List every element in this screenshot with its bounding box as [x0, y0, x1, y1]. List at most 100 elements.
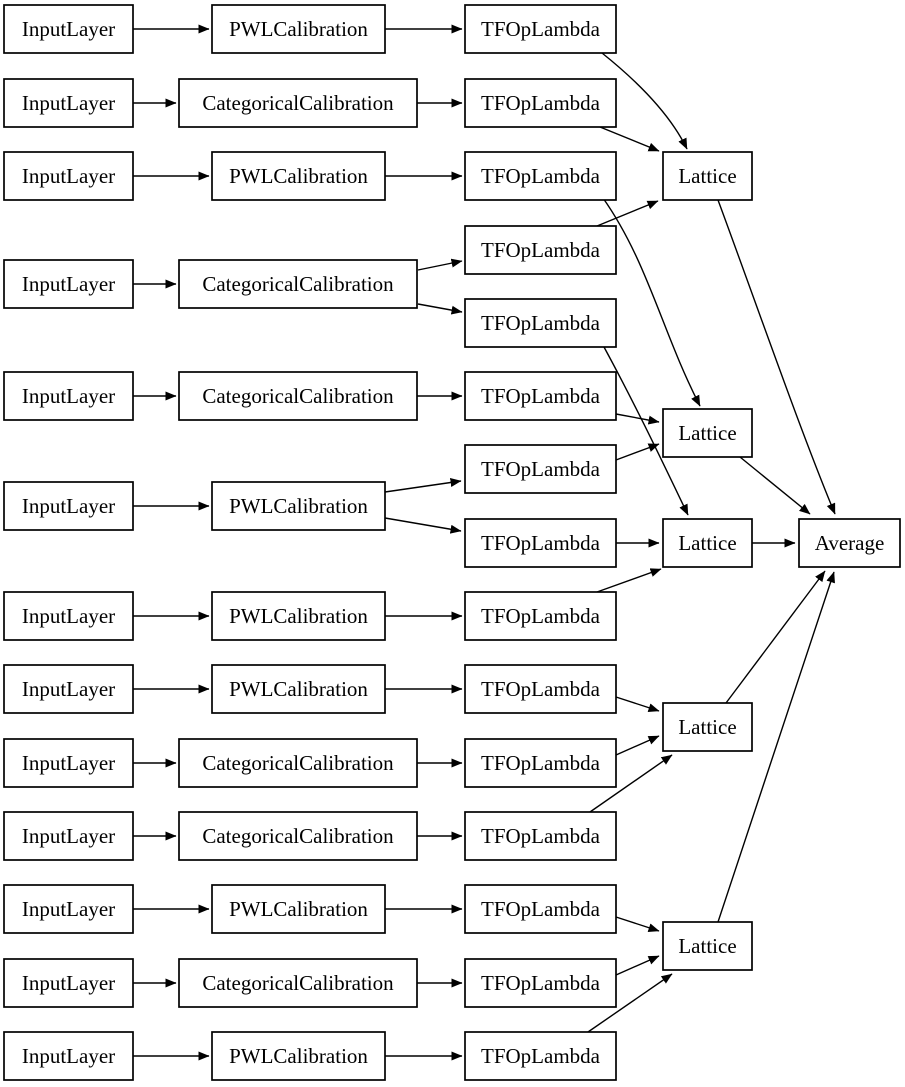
node-t11-label: TFOpLambda	[481, 751, 601, 775]
nodes-layer: InputLayerInputLayerInputLayerInputLayer…	[3, 4, 901, 1081]
node-t5: TFOpLambda	[464, 298, 617, 348]
node-cal11-label: PWLCalibration	[229, 897, 368, 921]
node-in1-label: InputLayer	[22, 17, 115, 41]
node-lat3-box	[662, 518, 753, 568]
node-cal12-label: CategoricalCalibration	[202, 971, 394, 995]
node-t10: TFOpLambda	[464, 664, 617, 714]
node-in2-label: InputLayer	[22, 91, 115, 115]
node-lat1: Lattice	[662, 151, 753, 201]
node-t14-box	[464, 958, 617, 1008]
node-cal2: CategoricalCalibration	[178, 78, 418, 128]
node-cal9: CategoricalCalibration	[178, 738, 418, 788]
node-cal8: PWLCalibration	[211, 664, 386, 714]
node-in8: InputLayer	[3, 664, 134, 714]
node-t6: TFOpLambda	[464, 371, 617, 421]
node-cal5: CategoricalCalibration	[178, 371, 418, 421]
node-cal11: PWLCalibration	[211, 884, 386, 934]
node-cal13-box	[211, 1031, 386, 1081]
node-cal8-box	[211, 664, 386, 714]
node-t7-box	[464, 444, 617, 494]
node-in10: InputLayer	[3, 811, 134, 861]
edge-cal4-to-t5	[417, 303, 463, 315]
node-cal11-box	[211, 884, 386, 934]
node-cal7: PWLCalibration	[211, 591, 386, 641]
node-avg: Average	[798, 518, 901, 568]
node-in7-box	[3, 591, 134, 641]
node-in13-label: InputLayer	[22, 1044, 115, 1068]
node-in11-label: InputLayer	[22, 897, 115, 921]
edges-layer	[133, 24, 836, 1061]
node-cal13: PWLCalibration	[211, 1031, 386, 1081]
node-cal12: CategoricalCalibration	[178, 958, 418, 1008]
node-cal4-box	[178, 259, 418, 309]
node-cal9-label: CategoricalCalibration	[202, 751, 394, 775]
node-in3-box	[3, 151, 134, 201]
node-in8-label: InputLayer	[22, 677, 115, 701]
node-cal10-label: CategoricalCalibration	[202, 824, 394, 848]
node-lat2-label: Lattice	[678, 421, 736, 445]
node-in12-box	[3, 958, 134, 1008]
node-t2-box	[464, 78, 617, 128]
node-lat5-label: Lattice	[678, 934, 736, 958]
node-lat4: Lattice	[662, 702, 753, 752]
edge-t1-to-lat1	[601, 52, 688, 150]
node-cal3-label: PWLCalibration	[229, 164, 368, 188]
node-t3-label: TFOpLambda	[481, 164, 601, 188]
node-in9-label: InputLayer	[22, 751, 115, 775]
edge-lat2-to-avg	[739, 456, 811, 515]
node-cal5-box	[178, 371, 418, 421]
node-t11-box	[464, 738, 617, 788]
node-in11: InputLayer	[3, 884, 134, 934]
node-lat2: Lattice	[662, 408, 753, 458]
node-cal1-box	[211, 4, 386, 54]
edge-t13-to-lat5	[615, 916, 660, 933]
node-in9-box	[3, 738, 134, 788]
edge-lat5-to-avg	[717, 571, 835, 923]
node-cal9-box	[178, 738, 418, 788]
node-t4-label: TFOpLambda	[481, 238, 601, 262]
node-cal6: PWLCalibration	[211, 481, 386, 531]
node-t6-box	[464, 371, 617, 421]
node-t2-label: TFOpLambda	[481, 91, 601, 115]
node-cal3: PWLCalibration	[211, 151, 386, 201]
node-in11-box	[3, 884, 134, 934]
node-in1: InputLayer	[3, 4, 134, 54]
edge-t9-to-lat3	[596, 568, 662, 593]
node-avg-label: Average	[815, 531, 885, 555]
node-t4: TFOpLambda	[464, 225, 617, 275]
edge-t10-to-lat4	[615, 696, 660, 713]
node-in4: InputLayer	[3, 259, 134, 309]
node-in4-label: InputLayer	[22, 272, 115, 296]
node-cal6-box	[211, 481, 386, 531]
node-t14: TFOpLambda	[464, 958, 617, 1008]
node-t9-label: TFOpLambda	[481, 604, 601, 628]
edge-t4-to-lat1	[596, 200, 659, 227]
node-t15-label: TFOpLambda	[481, 1044, 601, 1068]
edge-t5-to-lat3	[603, 346, 689, 516]
edge-t6-to-lat2	[615, 413, 660, 425]
node-in2: InputLayer	[3, 78, 134, 128]
node-avg-box	[798, 518, 901, 568]
node-t1-box	[464, 4, 617, 54]
edge-t15-to-lat5	[587, 973, 673, 1033]
node-t12-label: TFOpLambda	[481, 824, 601, 848]
node-cal2-label: CategoricalCalibration	[202, 91, 394, 115]
edge-t14-to-lat5	[615, 955, 660, 976]
node-in2-box	[3, 78, 134, 128]
node-lat1-label: Lattice	[678, 164, 736, 188]
node-t8-label: TFOpLambda	[481, 531, 601, 555]
node-t6-label: TFOpLambda	[481, 384, 601, 408]
node-t7: TFOpLambda	[464, 444, 617, 494]
edge-cal4-to-t4	[417, 258, 463, 271]
node-in5-box	[3, 371, 134, 421]
node-t7-label: TFOpLambda	[481, 457, 601, 481]
node-t14-label: TFOpLambda	[481, 971, 601, 995]
node-in13-box	[3, 1031, 134, 1081]
node-cal4: CategoricalCalibration	[178, 259, 418, 309]
edge-t7-to-lat2	[615, 443, 660, 461]
node-t5-box	[464, 298, 617, 348]
node-t10-box	[464, 664, 617, 714]
edge-lat1-to-avg	[717, 199, 836, 515]
node-t11: TFOpLambda	[464, 738, 617, 788]
